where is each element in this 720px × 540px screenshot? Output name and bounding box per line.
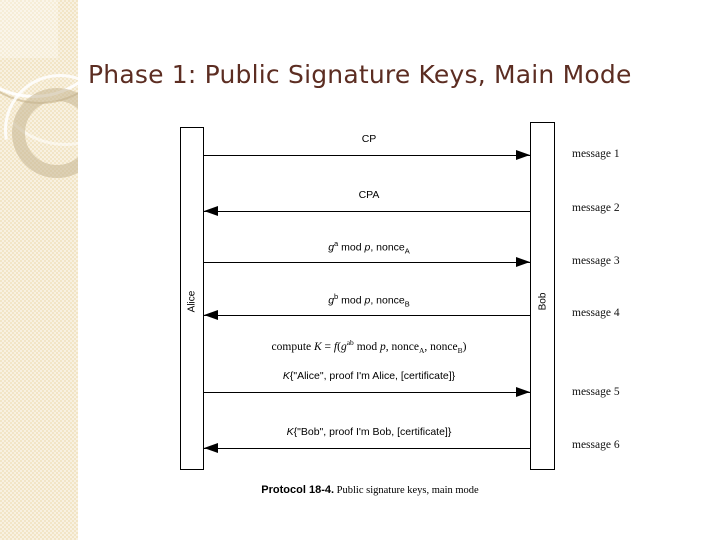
message-5-side-label: message 5 (572, 386, 620, 398)
message-2-arrowhead (204, 206, 218, 216)
message-6-arrowhead (204, 443, 218, 453)
message-4-arrow-line (204, 315, 530, 316)
figure-caption: Protocol 18-4. Public signature keys, ma… (180, 484, 560, 496)
message-5-arrow-line (204, 392, 530, 393)
message-6-side-label: message 6 (572, 439, 620, 451)
message-4-side-label: message 4 (572, 307, 620, 319)
message-3-side-label: message 3 (572, 255, 620, 267)
message-5-label: K{"Alice", proof I'm Alice, [certificate… (282, 370, 456, 382)
message-6-arrow-line (204, 448, 530, 449)
message-2-label: CPA (358, 189, 380, 201)
caption-description: Public signature keys, main mode (334, 485, 479, 496)
page-title: Phase 1: Public Signature Keys, Main Mod… (88, 60, 632, 89)
message-5-arrowhead (516, 387, 530, 397)
message-2-side-label: message 2 (572, 202, 620, 214)
lifeline-bob (530, 122, 555, 470)
message-6-label: K{"Bob", proof I'm Bob, [certificate]} (286, 426, 452, 438)
message-4-arrowhead (204, 310, 218, 320)
message-1-side-label: message 1 (572, 148, 620, 160)
compute-key-note: compute K = f(gab mod p, nonceA, nonceB) (271, 338, 467, 356)
message-1-label: CP (361, 133, 377, 145)
caption-protocol-number: Protocol 18-4. (261, 484, 335, 496)
lifeline-alice (180, 127, 204, 470)
lifeline-label-bob: Bob (537, 292, 549, 311)
message-1-arrowhead (516, 150, 530, 160)
message-3-label: ga mod p, nonceA (328, 239, 410, 256)
message-4-label: gb mod p, nonceB (328, 292, 410, 309)
message-3-arrowhead (516, 257, 530, 267)
lifeline-label-alice: Alice (186, 290, 198, 313)
message-1-arrow-line (204, 155, 530, 156)
message-2-arrow-line (204, 211, 530, 212)
message-3-arrow-line (204, 262, 530, 263)
decorative-sidebar (0, 0, 78, 540)
